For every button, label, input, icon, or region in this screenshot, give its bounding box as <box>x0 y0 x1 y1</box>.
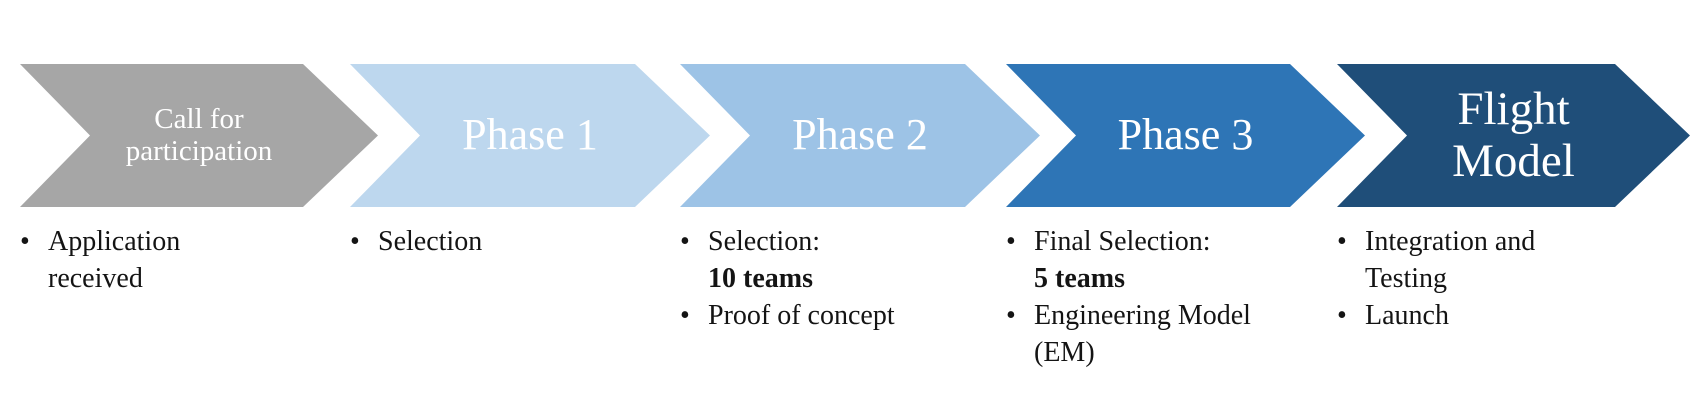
stage-label-line: Flight <box>1457 82 1570 135</box>
stage-label-line: participation <box>125 134 273 167</box>
stage-bullets-phase-3: • Final Selection: 5 teams • Engineering … <box>1006 224 1298 372</box>
stage-bullets-phase-2: • Selection: 10 teams • Proof of concept <box>680 224 985 335</box>
stage-label-line: Phase 3 <box>1117 110 1254 160</box>
bullet-text: Integration and Testing <box>1365 226 1536 294</box>
stage-label: Flight Model <box>1452 84 1575 187</box>
bullet-item: • Selection: 10 teams <box>680 224 985 298</box>
stage-label-line: Phase 1 <box>462 110 598 160</box>
stage-label: Phase 1 <box>462 111 598 159</box>
bullet-icon: • <box>20 226 30 257</box>
bullet-item: • Launch <box>1337 298 1569 335</box>
bullet-icon: • <box>1006 299 1016 331</box>
stage-bullets-call-for-participation: • Application received <box>20 224 252 298</box>
bullet-text: Launch <box>1365 299 1449 331</box>
stage-chevron-phase-1: Phase 1 <box>350 64 710 207</box>
bullet-icon: • <box>680 299 690 331</box>
bullet-icon: • <box>680 226 690 257</box>
bullet-item: • Final Selection: 5 teams <box>1006 224 1298 298</box>
stage-chevron-phase-3: Phase 3 <box>1006 64 1365 207</box>
bullet-icon: • <box>350 226 360 257</box>
stage-label: Phase 3 <box>1118 111 1254 159</box>
bullet-item: • Application received <box>20 224 252 298</box>
bullet-icon: • <box>1006 226 1016 257</box>
bullet-item: • Selection <box>350 224 640 261</box>
stage-label: Call for participation <box>126 104 273 168</box>
stage-bullets-phase-1: • Selection <box>350 224 640 261</box>
stage-label-line: Phase 2 <box>792 110 928 160</box>
bullet-text: Selection <box>378 226 483 257</box>
bullet-item: • Integration and Testing <box>1337 224 1569 298</box>
stage-label-line: Model <box>1452 134 1575 187</box>
stage-label: Phase 2 <box>792 111 928 159</box>
stage-label-line: Call for <box>154 102 244 135</box>
bullet-item: • Engineering Model (EM) <box>1006 298 1298 372</box>
bullet-icon: • <box>1337 299 1347 331</box>
bullet-bold-text: 5 teams <box>1034 262 1125 294</box>
stage-chevron-flight-model: Flight Model <box>1337 64 1690 207</box>
stage-chevron-call-for-participation: Call for participation <box>20 64 378 207</box>
stage-bullets-flight-model: • Integration and Testing • Launch <box>1337 224 1569 335</box>
stage-chevron-phase-2: Phase 2 <box>680 64 1040 207</box>
bullet-text: Application received <box>48 226 181 294</box>
bullet-text: Engineering Model (EM) <box>1034 299 1251 368</box>
bullet-bold-text: 10 teams <box>708 262 813 294</box>
bullet-item: • Proof of concept <box>680 298 985 335</box>
bullet-text: Final Selection: <box>1034 226 1211 257</box>
bullet-icon: • <box>1337 226 1347 257</box>
bullet-text: Proof of concept <box>708 299 895 331</box>
bullet-text: Selection: <box>708 226 820 257</box>
